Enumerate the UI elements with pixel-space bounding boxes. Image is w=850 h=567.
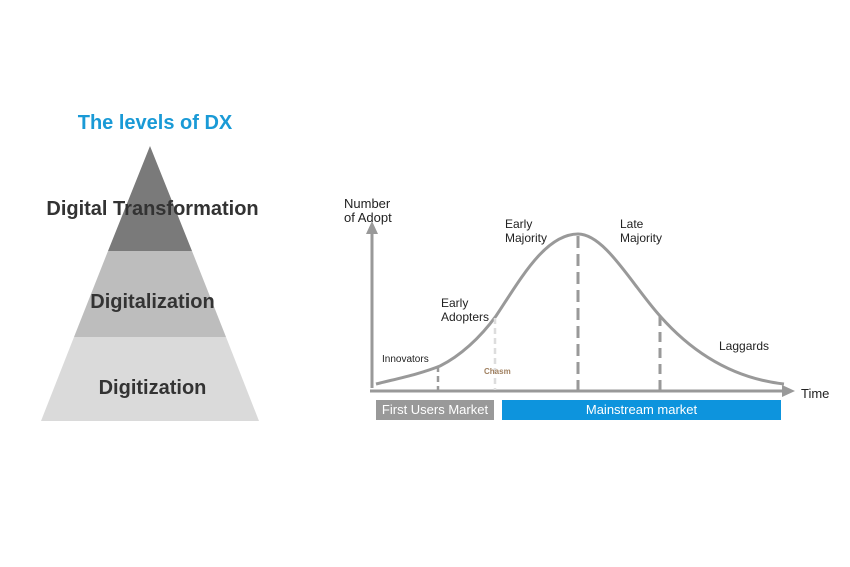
adoption-curve-chart [366,221,795,397]
pyramid-title: The levels of DX [77,112,233,134]
label-laggards: Laggards [719,339,770,353]
pyramid-level-top [108,146,192,251]
label-innovators: Innovators [382,354,429,365]
mainstream-market-bar: Mainstream market [502,400,781,420]
pyramid-label-digitization: Digitization [98,377,207,399]
label-early-adopters: Early Adopters [441,296,490,324]
x-axis-arrow [782,385,795,397]
adoption-bell-curve [375,232,785,386]
label-chasm: Chasm [484,367,511,376]
pyramid-level-bottom [41,337,259,421]
pyramid-level-middle [74,251,226,337]
label-late-majority: Late Majority [620,217,663,245]
pyramid-label-digitalization: Digitalization [90,291,215,313]
y-axis-label: Number of Adopt [344,196,392,225]
y-axis-arrow [366,221,378,234]
first-users-market-bar: First Users Market [376,400,494,420]
pyramid [41,146,259,421]
pyramid-label-digital-transformation: Digital Transformation [46,198,259,220]
label-early-majority: Early Majority [505,217,548,245]
x-axis-label: Time [801,386,830,401]
